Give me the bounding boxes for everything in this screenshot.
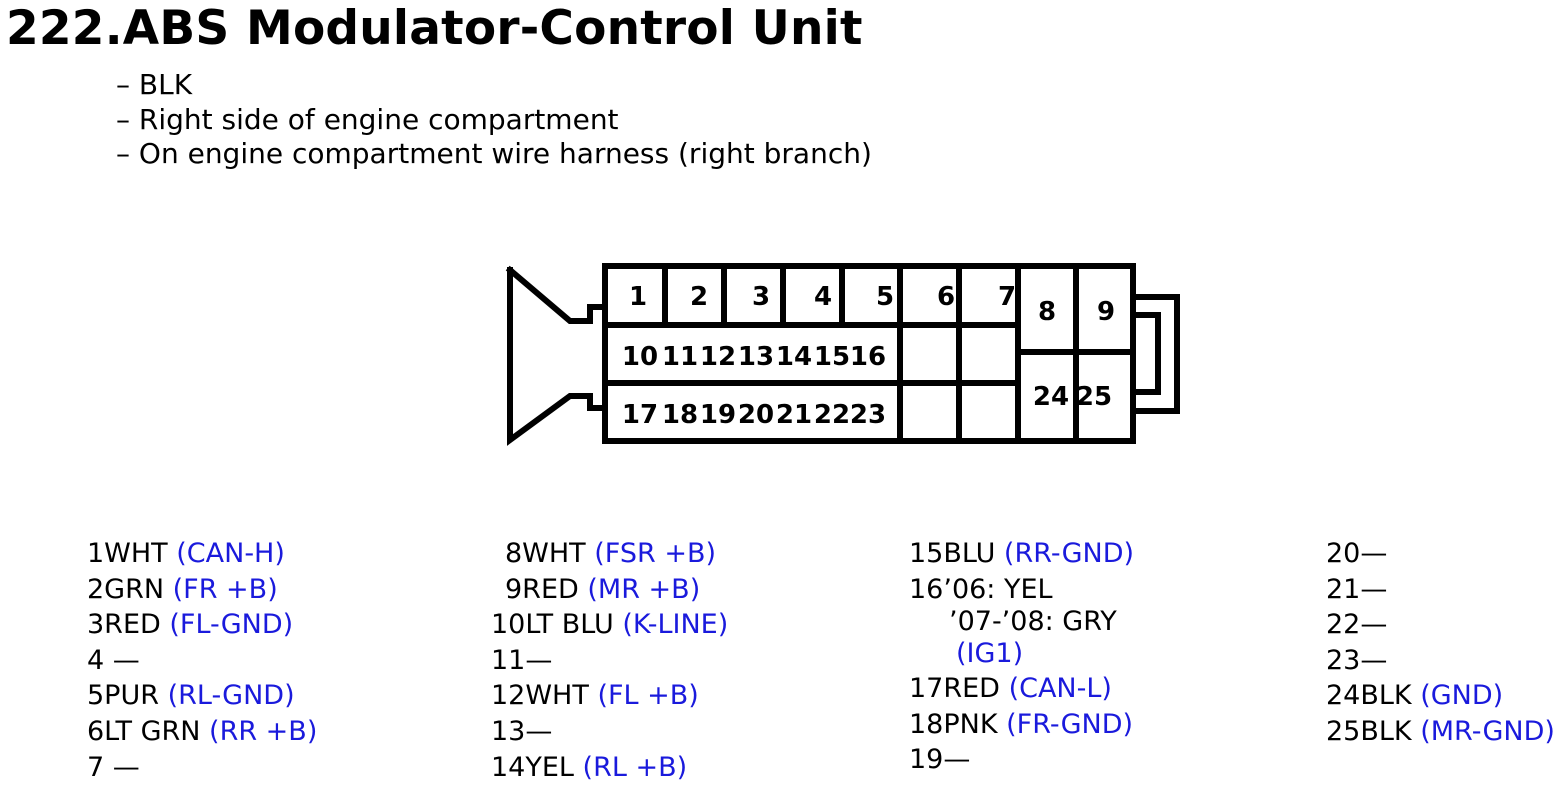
pin-row: 20— [1326, 538, 1388, 569]
pin-label: 6 [937, 282, 955, 312]
pin-list-col3: 15BLU (RR-GND) 16’06: YEL ’07-’08: GRY (… [909, 536, 1134, 778]
pin-label: 16 [850, 342, 886, 372]
pin-label: 9 [1097, 297, 1115, 327]
pin-label: 10 [622, 342, 658, 372]
pin-row: 24BLK (GND) [1326, 680, 1504, 712]
pin-row: 17RED (CAN-L) [909, 673, 1112, 705]
note-color: – BLK [116, 68, 193, 101]
pin-list-col2: 8WHT (FSR +B) 9RED (MR +B) 10LT BLU (K-L… [491, 536, 728, 785]
note-location: – Right side of engine compartment [116, 102, 619, 136]
pin-row: 25BLK (MR-GND) [1326, 715, 1555, 747]
pin-label: 5 [876, 282, 894, 312]
pin-label: 3 [752, 282, 770, 312]
pin-row: 10LT BLU (K-LINE) [491, 609, 729, 641]
pin-label: 15 [814, 342, 850, 372]
pin-row: 18PNK (FR-GND) [909, 708, 1134, 740]
pin-label: 7 [998, 282, 1016, 312]
pin-row: 5PUR (RL-GND) [87, 680, 295, 712]
pin-row: 15BLU (RR-GND) [909, 538, 1135, 569]
pin-row: 11— [491, 644, 553, 676]
pin-row: 6LT GRN (RR +B) [87, 715, 318, 747]
pin-label: 21 [776, 400, 812, 430]
pin-row: 13— [491, 715, 553, 747]
connector-latch [1130, 294, 1180, 414]
pin-list-col4: 20— 21— 22— 23— 24BLK (GND) 25BLK (MR-GN… [1326, 536, 1555, 750]
pin-row: 1WHT (CAN-H) [87, 538, 285, 569]
pin-label: 4 [814, 282, 832, 312]
pin-row: 19— [909, 744, 971, 776]
page-title: 222.ABS Modulator-Control Unit [6, 1, 863, 56]
pin-row: ’07-’08: GRY [949, 605, 1117, 637]
pin-row: 4 — [87, 644, 140, 676]
pin-label: 17 [622, 400, 658, 430]
pin-row: 16’06: YEL [909, 573, 1053, 605]
pin-label: 2 [690, 282, 708, 312]
pin-row: 3RED (FL-GND) [87, 609, 294, 641]
pin-label: 24 [1033, 382, 1069, 412]
pin-row: 12WHT (FL +B) [491, 680, 699, 712]
pin-row: 7 — [87, 751, 140, 783]
pin-label: 18 [662, 400, 698, 430]
pin-label: 22 [814, 400, 850, 430]
pin-row: 2GRN (FR +B) [87, 573, 278, 605]
pin-label: 14 [776, 342, 812, 372]
note-harness: – On engine compartment wire harness (ri… [116, 137, 872, 170]
pin-label: 19 [700, 400, 736, 430]
pin-label: 8 [1038, 297, 1056, 327]
pin-label: 12 [700, 342, 736, 372]
pin-label: 13 [738, 342, 774, 372]
pin-row: 21— [1326, 573, 1388, 605]
pin-label: 11 [662, 342, 698, 372]
pin-label: 23 [850, 400, 886, 430]
pin-row: 9RED (MR +B) [505, 573, 701, 605]
connector-notes: – BLK – Right side of engine compartment… [116, 68, 872, 172]
pin-row: 22— [1326, 609, 1388, 641]
connector-housing-left-top [505, 265, 608, 324]
pin-list-col1: 1WHT (CAN-H) 2GRN (FR +B) 3RED (FL-GND) … [87, 536, 317, 785]
pin-row: 8WHT (FSR +B) [505, 538, 717, 569]
pin-label: 25 [1076, 382, 1112, 412]
connector-housing-left [507, 267, 608, 446]
pin-row: 14YEL (RL +B) [491, 751, 688, 783]
pin-label: 20 [738, 400, 774, 430]
pin-row: 23— [1326, 644, 1388, 676]
pin-row: (IG1) [956, 637, 1024, 669]
pin-label: 1 [629, 282, 647, 312]
